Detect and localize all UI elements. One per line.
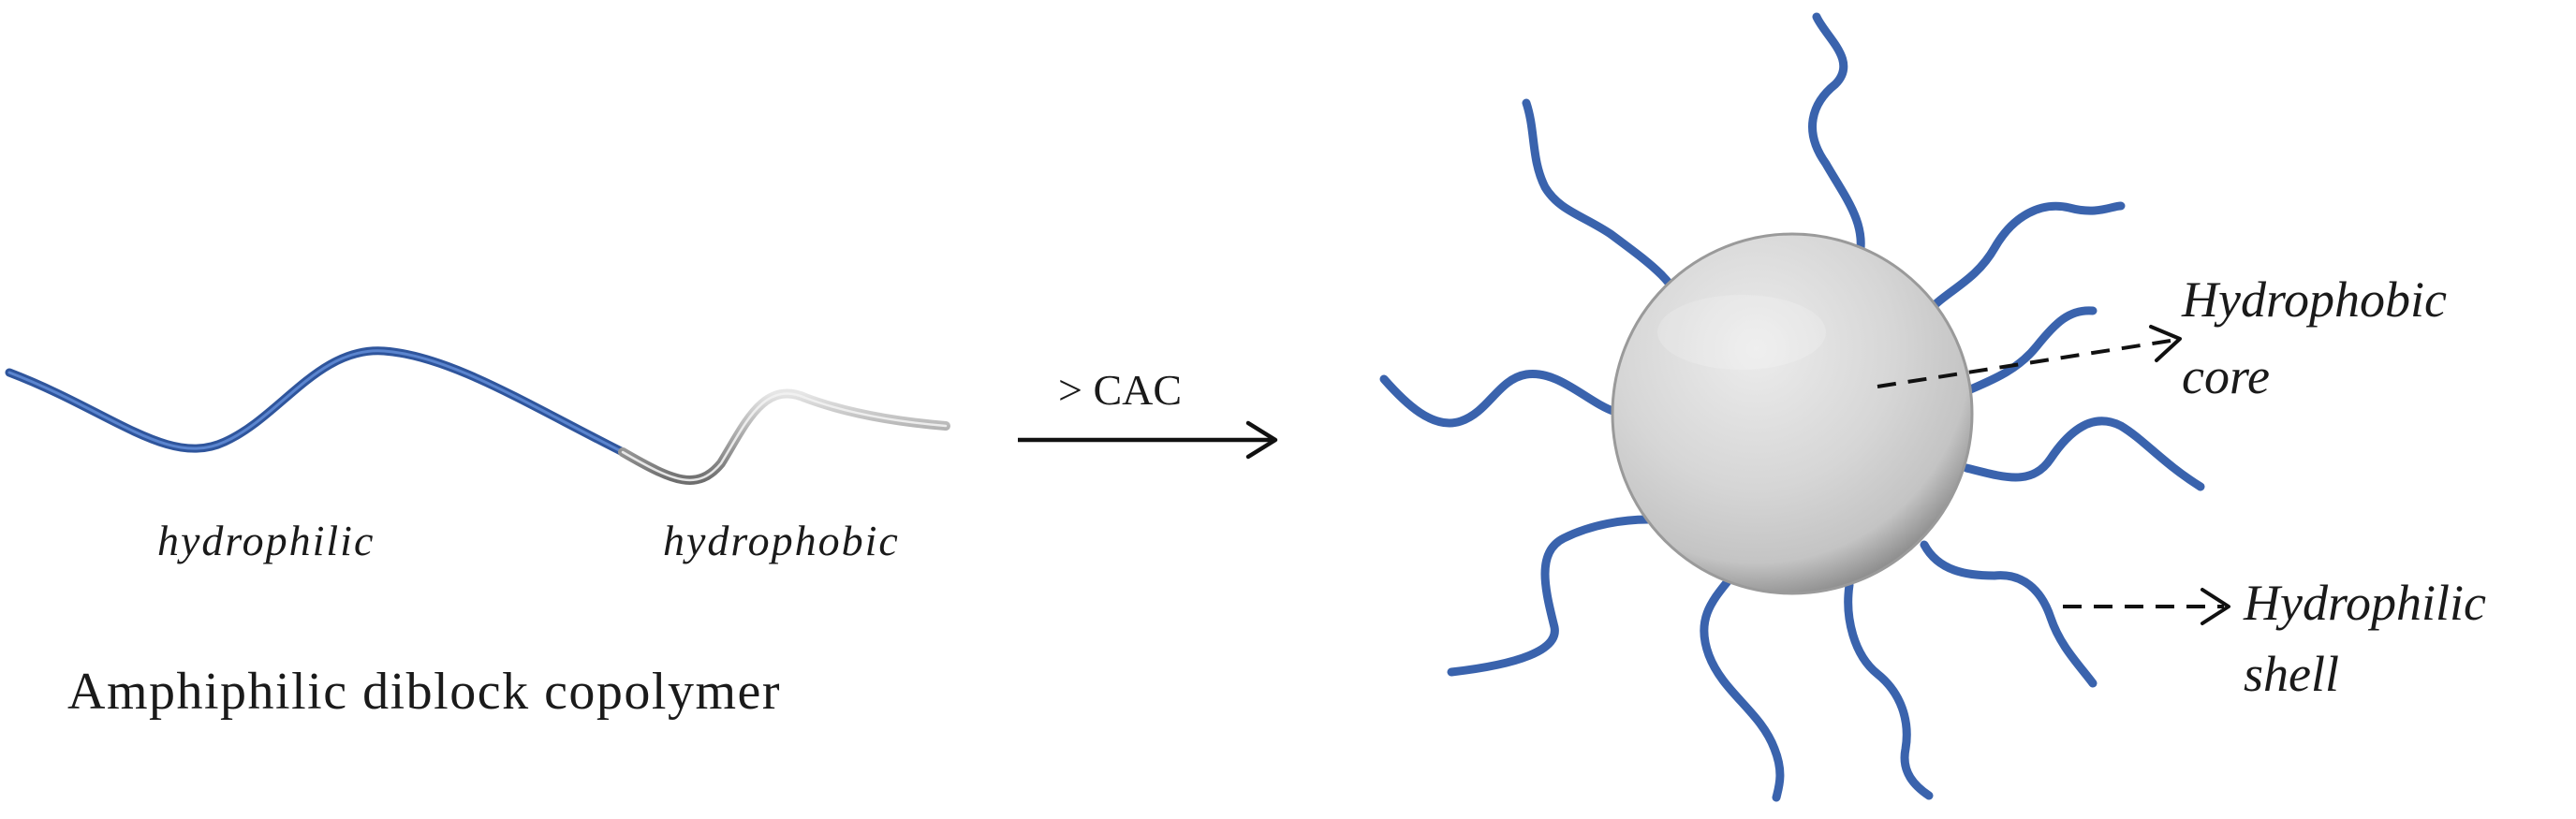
shell-chain xyxy=(1808,12,1865,264)
cac-condition-label: > CAC xyxy=(1058,366,1182,414)
shell-chain xyxy=(1447,515,1653,677)
hydrophilic-label: hydrophilic xyxy=(157,517,375,564)
hydrophobic-core xyxy=(1611,232,1974,595)
shell-chain xyxy=(1522,98,1690,318)
core-label-line1: Hydrophobic xyxy=(2181,271,2447,328)
shell-chain xyxy=(1379,370,1620,428)
shell-pointer-arrow xyxy=(2063,588,2230,625)
shell-label-line2: shell xyxy=(2244,646,2339,702)
shell-chain xyxy=(1924,201,2126,315)
shell-chain xyxy=(1962,417,2205,491)
hydrophobic-label: hydrophobic xyxy=(663,517,900,564)
diblock-copolymer xyxy=(5,346,950,485)
shell-label-line1: Hydrophilic xyxy=(2243,575,2486,631)
hydrophilic-block-highlight xyxy=(7,349,625,454)
hydrophilic-block xyxy=(5,346,627,457)
hydrophobic-block xyxy=(618,388,950,485)
shell-chain xyxy=(1920,540,2098,688)
micelle: Hydrophobic core Hydrophilic shell xyxy=(1379,12,2486,802)
shell-chain xyxy=(1957,306,2098,398)
copolymer-caption: Amphiphilic diblock copolymer xyxy=(67,663,781,721)
shell-chain xyxy=(1700,571,1785,802)
core-pointer-arrow xyxy=(1877,325,2182,388)
core-label-line2: core xyxy=(2182,348,2270,404)
hydrophilic-shell-chains xyxy=(1379,12,2205,802)
process-arrow xyxy=(1018,420,1278,460)
shell-chain xyxy=(1844,580,1934,800)
